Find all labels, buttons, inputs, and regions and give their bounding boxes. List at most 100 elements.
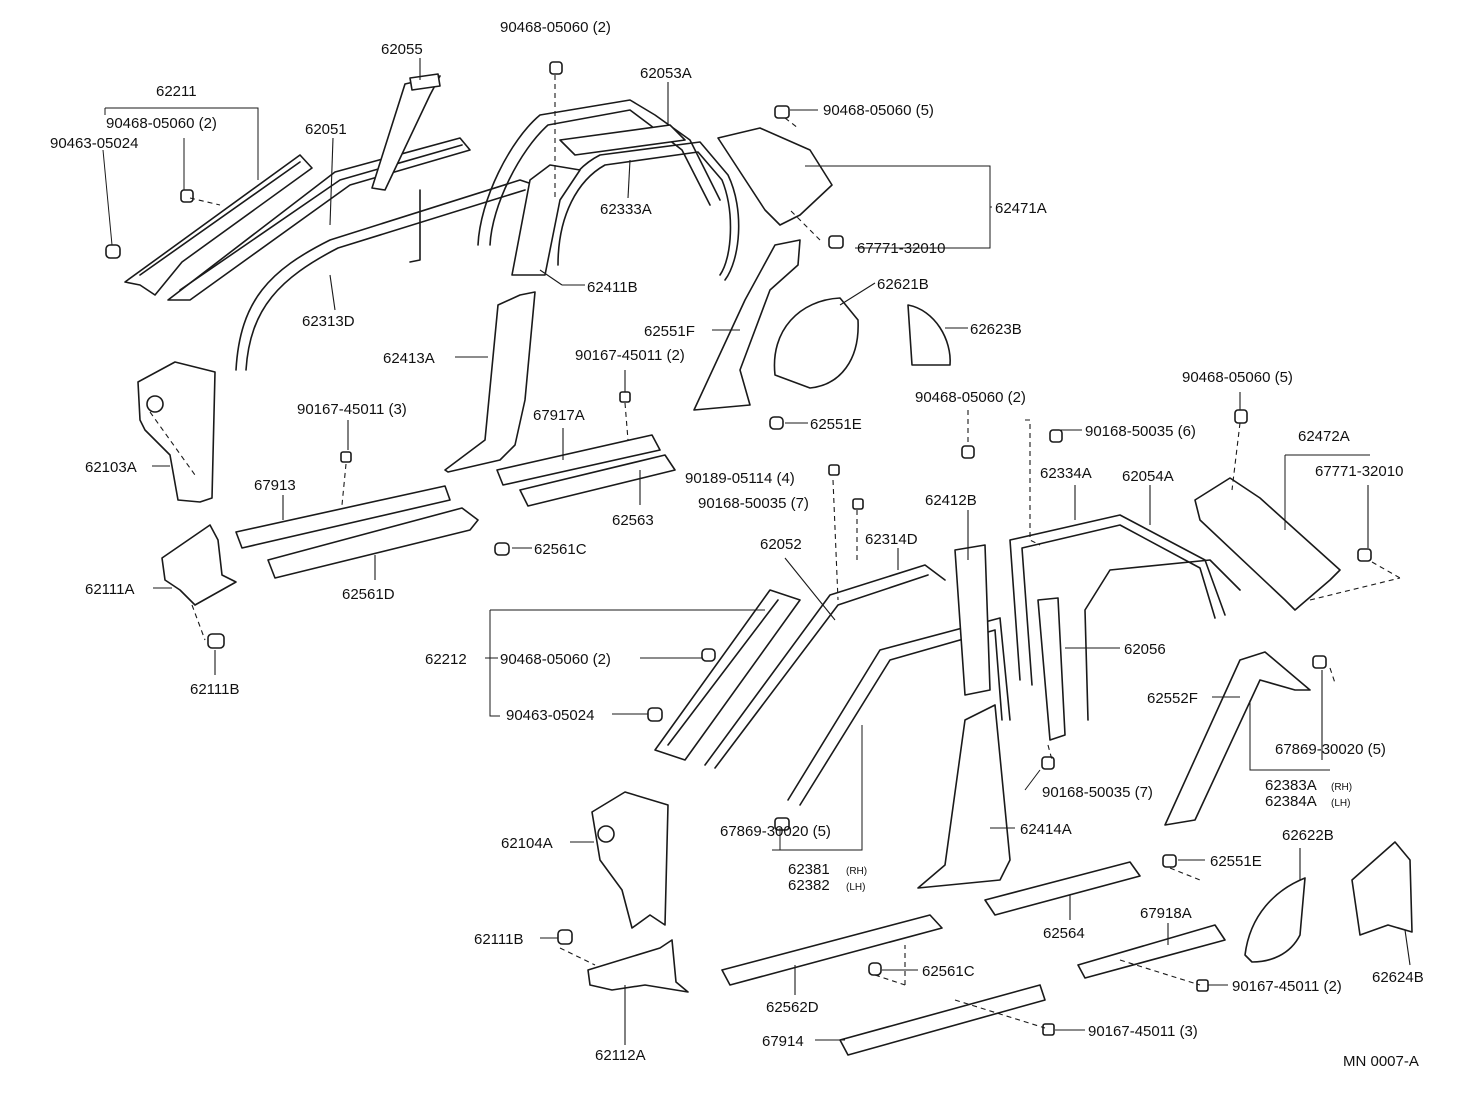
label-62551E-a: 62551E	[810, 416, 862, 433]
label-62563: 62563	[612, 512, 654, 529]
label-62621B: 62621B	[877, 276, 929, 293]
part-67918A-plate	[1077, 924, 1226, 979]
part-62564-plate	[984, 861, 1141, 916]
clip-icon	[961, 445, 975, 459]
screw-icon	[1196, 979, 1209, 992]
part-62561D-plate	[267, 507, 479, 579]
label-62112A: 62112A	[595, 1047, 646, 1064]
label-62054A: 62054A	[1122, 468, 1174, 485]
label-62552F: 62552F	[1147, 690, 1198, 707]
label-lh-2: (LH)	[846, 882, 865, 893]
part-67913-plate	[235, 485, 451, 549]
label-62333A: 62333A	[600, 201, 652, 218]
label-62413A: 62413A	[383, 350, 435, 367]
clip-icon	[774, 817, 790, 831]
part-62052-rail	[704, 564, 946, 766]
screw-icon	[1042, 1023, 1055, 1036]
label-90463-05024-a: 90463-05024	[50, 135, 138, 152]
screw-icon	[852, 498, 864, 510]
screw-icon	[1049, 429, 1063, 443]
label-62472A: 62472A	[1298, 428, 1350, 445]
label-62103A: 62103A	[85, 459, 137, 476]
part-62313D-strip	[235, 179, 536, 371]
label-62111B-a: 62111B	[190, 681, 240, 698]
clip-icon	[1312, 655, 1327, 669]
part-62472A-trim	[1194, 477, 1341, 611]
label-62414A: 62414A	[1020, 821, 1072, 838]
label-62622B: 62622B	[1282, 827, 1334, 844]
part-62314D-strip	[787, 617, 1011, 801]
clip-icon	[549, 61, 563, 75]
label-90468-05060-5-b: 90468-05060 (5)	[1182, 369, 1293, 386]
label-90167-45011-3-a: 90167-45011 (3)	[297, 401, 407, 418]
label-67917A: 67917A	[533, 407, 585, 424]
label-62384A: 62384A	[1265, 793, 1317, 810]
label-rh-2: (RH)	[846, 866, 867, 877]
clip-icon	[1357, 548, 1372, 562]
clip-icon	[105, 244, 121, 259]
part-62622B-pad	[1244, 877, 1306, 963]
part-62563-plate	[519, 454, 676, 507]
label-90167-45011-2-b: 90167-45011 (2)	[1232, 978, 1342, 995]
part-62212-rail	[654, 589, 801, 761]
part-62414A-pillar	[917, 704, 1011, 889]
clip-icon	[769, 416, 784, 430]
clip-icon	[1234, 409, 1248, 424]
label-90189-05114-4: 90189-05114 (4)	[685, 470, 795, 487]
part-62111B-clip	[207, 633, 225, 649]
label-62561C-a: 62561C	[534, 541, 587, 558]
label-62412B: 62412B	[925, 492, 977, 509]
part-62411B-trim	[511, 164, 581, 276]
label-62313D: 62313D	[302, 313, 355, 330]
label-62053A: 62053A	[640, 65, 692, 82]
leader-lines	[102, 58, 1411, 1045]
label-62383A: 62383A	[1265, 777, 1317, 794]
fasteners	[105, 61, 1372, 1036]
label-67771-32010-b: 67771-32010	[1315, 463, 1403, 480]
label-90168-50035-7-a: 90168-50035 (7)	[698, 495, 809, 512]
label-67914: 67914	[762, 1033, 804, 1050]
part-62624B-pad	[1351, 841, 1413, 936]
clip-icon	[828, 235, 844, 249]
screw-icon	[828, 464, 840, 476]
label-62471A: 62471A	[995, 200, 1047, 217]
part-62562D-plate	[721, 914, 943, 986]
label-62111B-b: 62111B	[474, 931, 524, 948]
part-62054A-strip	[1021, 524, 1216, 686]
clip-icon	[180, 189, 194, 203]
label-90168-50035-6: 90168-50035 (6)	[1085, 423, 1196, 440]
clip-icon	[701, 648, 716, 662]
part-62055-pillar	[371, 75, 441, 191]
screw-icon	[619, 391, 631, 403]
label-62052: 62052	[760, 536, 802, 553]
part-67917A-plate	[496, 434, 661, 486]
label-90468-05060-2-b: 90468-05060 (2)	[915, 389, 1026, 406]
label-90468-05060-2-c: 90468-05060 (2)	[500, 651, 611, 668]
label-62211: 62211	[156, 83, 197, 100]
label-62212: 62212	[425, 651, 467, 668]
label-90468-05060-2-a: 90468-05060 (2)	[106, 115, 217, 132]
label-62562D: 62562D	[766, 999, 819, 1016]
label-62104A: 62104A	[501, 835, 553, 852]
part-62211-rail	[124, 154, 313, 296]
label-67771-32010-a: 67771-32010	[857, 240, 945, 257]
label-62051: 62051	[305, 121, 347, 138]
clip-icon	[868, 962, 882, 976]
part-62111A-bracket	[161, 524, 237, 606]
parts-drawing	[124, 73, 1413, 1056]
label-67918A: 67918A	[1140, 905, 1192, 922]
label-62111A: 62111A	[85, 581, 135, 598]
label-67913: 67913	[254, 477, 296, 494]
label-62056: 62056	[1124, 641, 1166, 658]
part-62053A-rail	[477, 99, 721, 246]
part-62056-strip	[1084, 559, 1241, 721]
label-62381: 62381	[788, 861, 830, 878]
clip-icon	[1041, 756, 1055, 770]
clip-icon	[647, 707, 663, 722]
clip-icon	[1162, 854, 1177, 868]
screw-icon	[340, 451, 352, 463]
part-62104A-panel	[591, 791, 669, 929]
part-62412B-pillar	[954, 544, 991, 696]
part-62111B-clip-2	[557, 929, 573, 945]
